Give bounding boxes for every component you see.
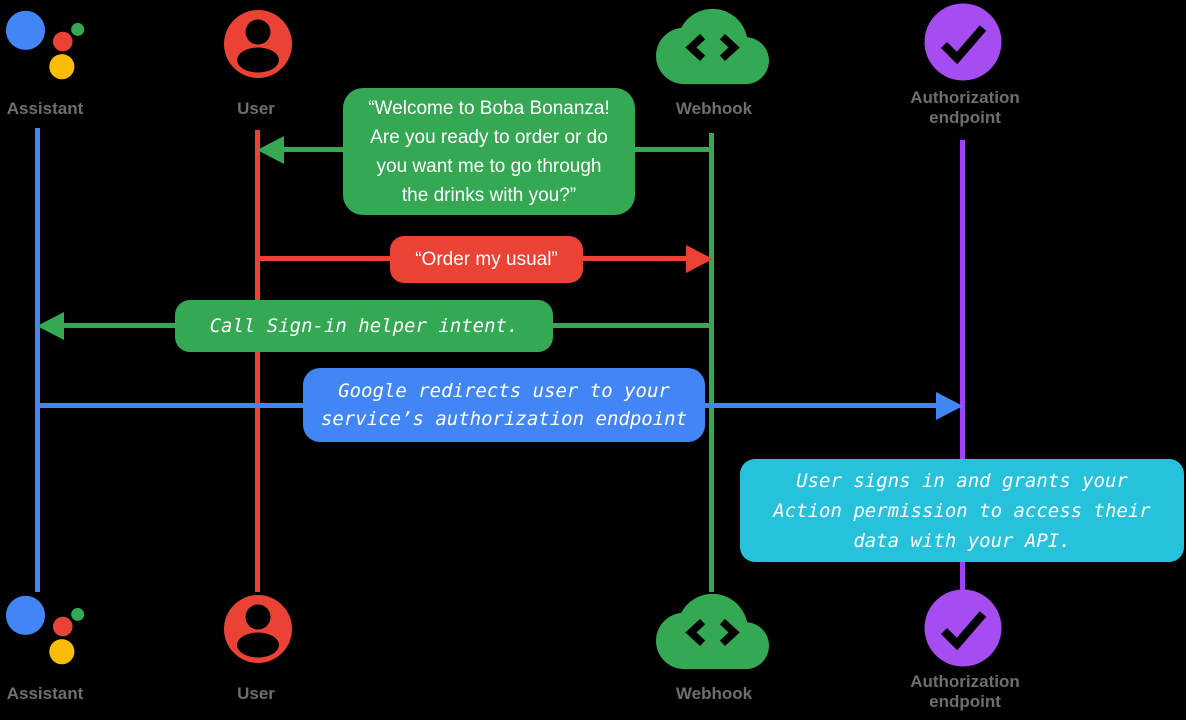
signs-in-note-bubble: User signs in and grants your Action per… (740, 459, 1184, 562)
redirect-message-bubble: Google redirects user to your service’s … (303, 368, 705, 442)
person-icon (224, 10, 292, 78)
webhook-lifeline (709, 133, 714, 592)
auth-endpoint-label-top: Authorization endpoint (910, 88, 1020, 127)
check-circle-icon (924, 3, 1002, 81)
assistant-label-top: Assistant (6, 99, 84, 118)
user-lifeline (255, 130, 260, 592)
webhook-label-bottom: Webhook (675, 684, 753, 703)
arrowhead-right-icon (686, 245, 713, 273)
user-label-top: User (237, 99, 275, 118)
cloud-code-icon (656, 593, 769, 670)
google-assistant-icon (5, 10, 85, 80)
check-circle-icon (924, 589, 1002, 667)
webhook-label-top: Webhook (675, 99, 753, 118)
assistant-lifeline (35, 128, 40, 592)
auth-endpoint-label-bottom: Authorization endpoint (910, 672, 1020, 711)
person-icon (224, 595, 292, 663)
user-label-bottom: User (237, 684, 275, 703)
welcome-message-bubble: “Welcome to Boba Bonanza! Are you ready … (343, 88, 635, 215)
arrowhead-left-icon (37, 312, 64, 340)
order-message-bubble: “Order my usual” (390, 236, 583, 283)
cloud-code-icon (656, 8, 769, 85)
arrowhead-right-icon (936, 392, 963, 420)
google-assistant-icon (5, 595, 85, 665)
arrowhead-left-icon (257, 136, 284, 164)
assistant-label-bottom: Assistant (6, 684, 84, 703)
auth-endpoint-lifeline (960, 140, 965, 597)
signin-helper-bubble: Call Sign-in helper intent. (175, 300, 553, 352)
